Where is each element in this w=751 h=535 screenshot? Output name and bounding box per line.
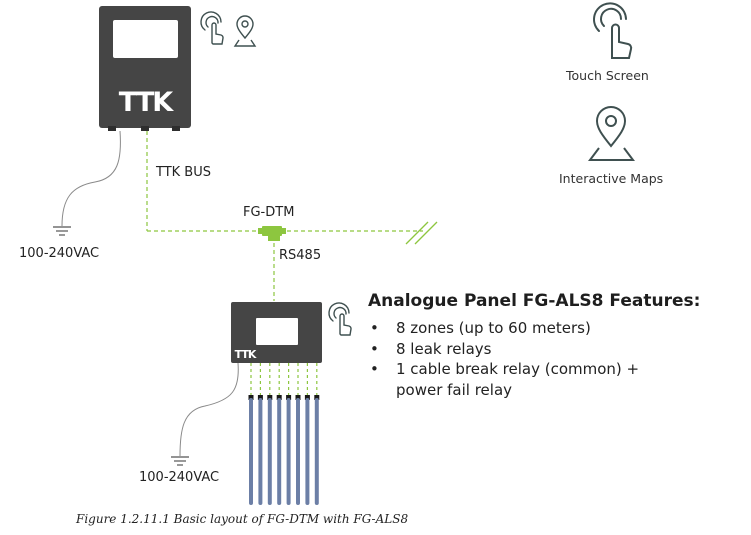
ground-icon [53,226,71,236]
feature-item-continuation: power fail relay [368,380,639,401]
touch-screen-icon [593,2,633,59]
feature-item: 8 zones (up to 60 meters) [368,318,639,339]
main-panel: TTK [99,6,191,131]
rs485-label: RS485 [279,248,322,263]
interactive-maps-label: Interactive Maps [559,171,664,186]
main-panel-terminal [141,126,149,131]
map-pin-icon [233,15,257,47]
touch-screen-label: Touch Screen [566,68,649,83]
features-list: 8 zones (up to 60 meters) 8 leak relays … [368,318,639,400]
feature-item-text: power fail relay [396,380,513,399]
interactive-maps-icon [588,106,635,161]
zone-cable [295,363,301,505]
sub-panel-logo: TTK [235,348,257,361]
zone-cable [257,363,263,505]
zone-cable [286,363,292,505]
main-power-label: 100-240VAC [19,246,100,261]
main-panel-terminal [172,126,180,131]
zone-cable [248,363,254,505]
sub-panel-screen [256,318,298,345]
sub-power-wire [179,362,239,457]
zone-cables [248,363,320,505]
touch-icon [328,302,352,336]
ttk-bus-line [146,131,423,301]
zone-cable [314,363,320,505]
zone-cable [304,363,310,505]
figure-caption: Figure 1.2.11.1 Basic layout of FG-DTM w… [76,512,409,526]
touch-icon [200,11,224,45]
zone-cable [267,363,273,505]
features-title: Analogue Panel FG-ALS8 Features: [368,291,701,311]
sub-panel: TTK [231,302,322,363]
zone-cable [276,363,282,505]
ground-icon [171,456,189,466]
ttk-bus-label: TTK BUS [156,165,211,180]
main-panel-screen [113,20,178,58]
sub-power-label: 100-240VAC [139,470,220,485]
line-break-mark [405,221,438,245]
feature-item: 1 cable break relay (common) + [368,359,639,380]
fg-dtm-label: FG-DTM [243,205,295,220]
main-panel-logo: TTK [119,87,174,118]
feature-item: 8 leak relays [368,339,639,360]
main-power-wire [61,130,121,227]
main-panel-terminal [108,126,116,131]
fg-dtm-module [258,226,286,241]
